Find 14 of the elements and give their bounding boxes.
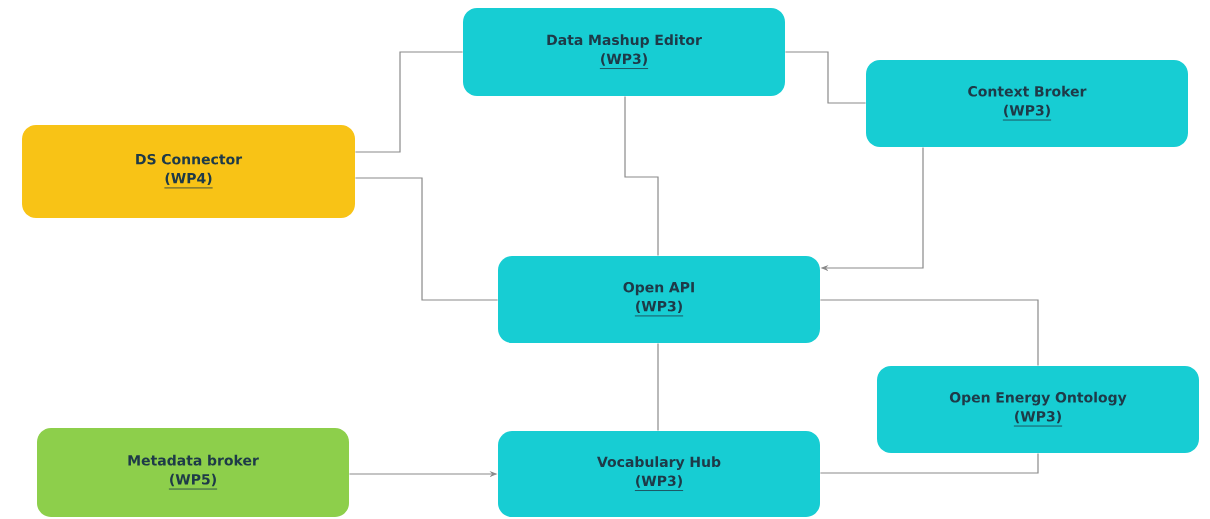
process-box: Context Broker (WP3) (866, 60, 1188, 147)
process-box: Metadata broker (WP5) (37, 428, 349, 517)
process-box: Vocabulary Hub (WP3) (498, 431, 820, 517)
process-box: Open Energy Ontology (WP3) (877, 366, 1199, 453)
connector (354, 177, 499, 301)
connector (784, 51, 867, 104)
connector (624, 95, 659, 257)
process-box: Open API (WP3) (498, 256, 820, 343)
process-box: DS Connector (WP4) (22, 125, 355, 218)
connector (819, 299, 1039, 367)
process-box: Data Mashup Editor (WP3) (463, 8, 785, 96)
connector (819, 452, 1039, 474)
connector (657, 342, 659, 432)
connector (354, 51, 464, 153)
